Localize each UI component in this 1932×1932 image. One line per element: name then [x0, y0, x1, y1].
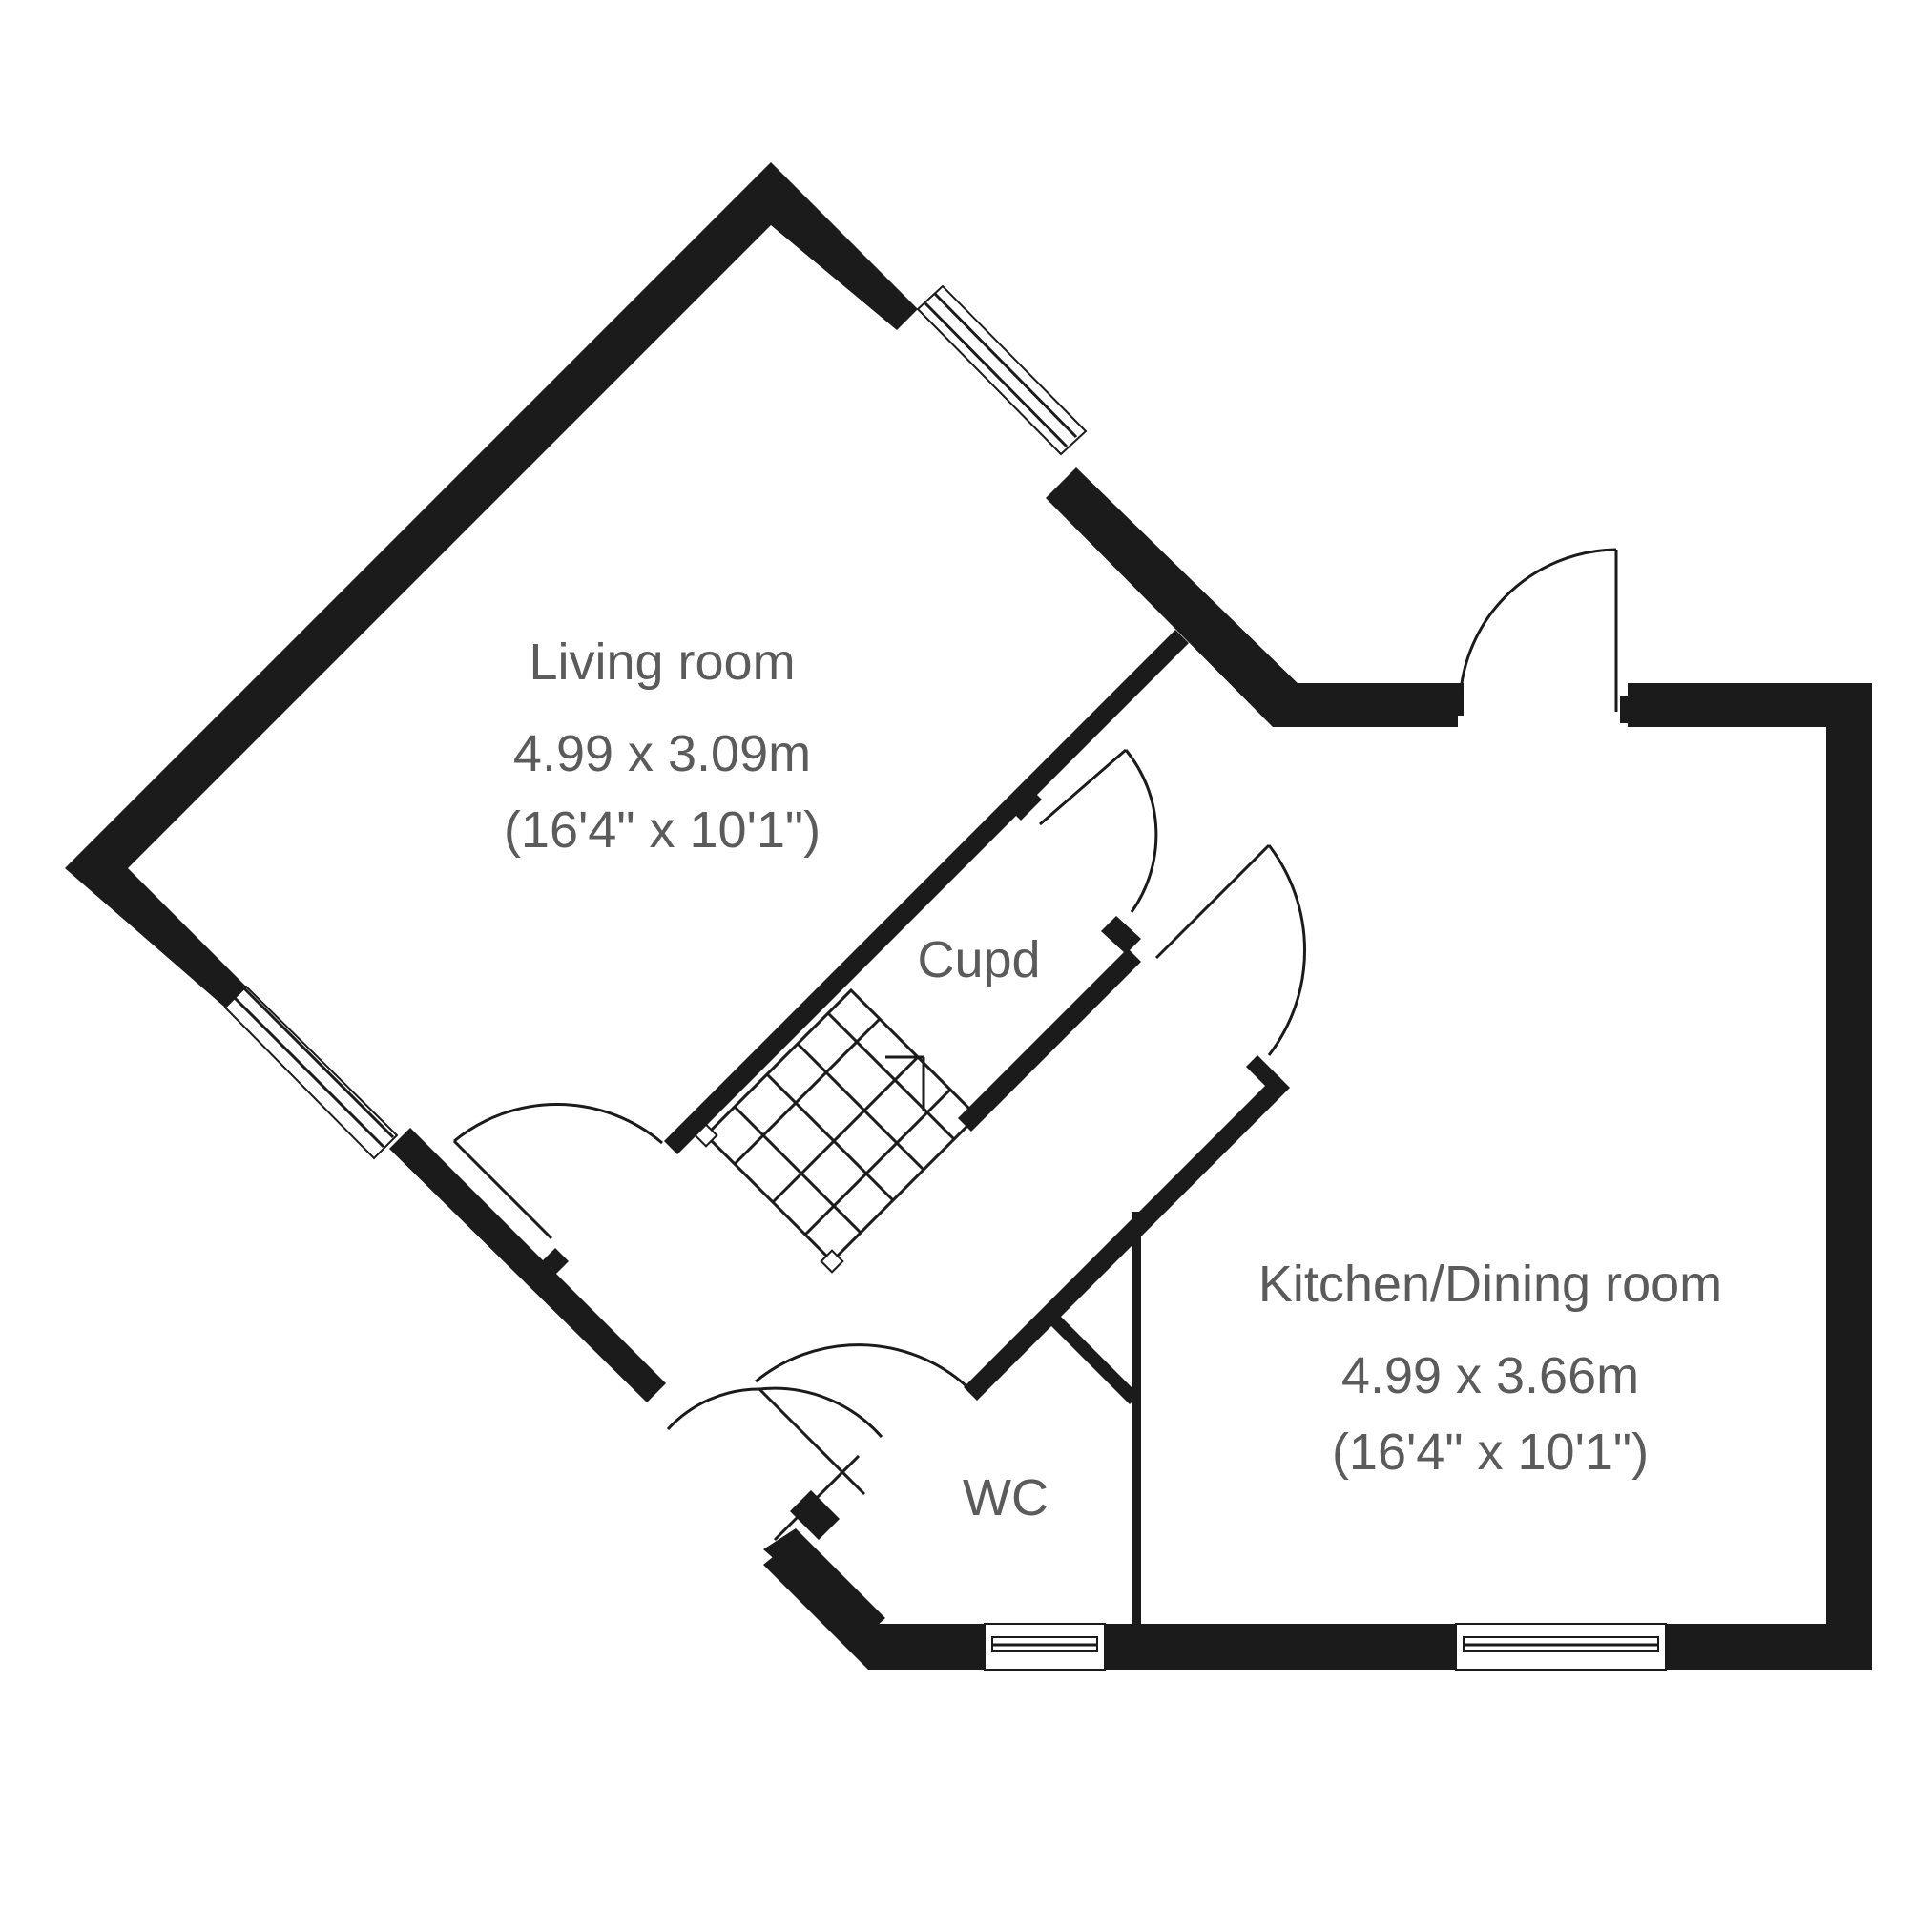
living-room-label: Living room 4.99 x 3.09m (16'4" x 10'1"): [504, 634, 821, 859]
wall-living-door-jamb: [534, 1248, 569, 1282]
wall-wc-diagonal: [1048, 1313, 1139, 1404]
living-room-name: Living room: [529, 634, 795, 691]
window-living-northeast: [916, 284, 1088, 456]
wall-kitchen-wc-partition: [1132, 1212, 1141, 1628]
living-room-door[interactable]: [452, 1102, 663, 1240]
wall-wc-door-jamb: [790, 1490, 840, 1540]
cupboard-label: Cupd: [917, 931, 1040, 988]
stair-direction-arrow-icon: [885, 1055, 925, 1111]
wall-kitchen-north-left: [1280, 683, 1458, 727]
kitchen-label: Kitchen/Dining room 4.99 x 3.66m (16'4" …: [1258, 1256, 1722, 1481]
living-room-walls: [65, 162, 1299, 1402]
front-door[interactable]: [666, 1386, 883, 1496]
wall-living-southwest-lower: [389, 1128, 666, 1402]
kitchen-walls: [763, 683, 1872, 1670]
staircase: [694, 987, 980, 1274]
window-kitchen-south: [1455, 1623, 1667, 1671]
wall-living-northeast-lower: [1046, 467, 1299, 727]
window-wc-south: [984, 1623, 1106, 1671]
wall-living-northeast-upper: [771, 162, 918, 330]
wall-living-hall-partition: [664, 630, 1189, 1154]
wall-kitchen-east: [1826, 683, 1872, 1670]
kitchen-dims-metric: 4.99 x 3.66m: [1341, 1347, 1639, 1404]
back-door[interactable]: [1458, 548, 1618, 712]
wall-cupd-stub: [1004, 782, 1042, 821]
living-room-dims-metric: 4.99 x 3.09m: [513, 725, 811, 782]
wall-stair-enclosure: [958, 948, 1141, 1132]
wall-hall-kitchen-partition: [964, 1074, 1290, 1401]
wall-wc-southwest: [763, 1528, 885, 1637]
cupboard-door[interactable]: [1039, 748, 1158, 913]
wall-kitchen-south-right: [1666, 1624, 1872, 1670]
hall-door[interactable]: [1154, 843, 1307, 1056]
wc-label: WC: [963, 1469, 1049, 1527]
kitchen-dims-imperial: (16'4" x 10'1"): [1332, 1423, 1649, 1481]
wc-door[interactable]: [755, 1343, 966, 1542]
wall-cupd-door-stub: [1101, 916, 1141, 954]
kitchen-name: Kitchen/Dining room: [1258, 1256, 1722, 1313]
wall-kitchen-north-right-jamb: [1620, 696, 1633, 723]
living-room-dims-imperial: (16'4" x 10'1"): [504, 801, 821, 859]
wall-kitchen-south-middle: [1105, 1624, 1456, 1670]
wall-living-southwest-upper: [65, 868, 246, 1008]
wall-hall-door-stub: [1246, 1055, 1280, 1090]
window-living-southwest: [223, 985, 399, 1160]
wall-living-northwest: [65, 162, 771, 868]
